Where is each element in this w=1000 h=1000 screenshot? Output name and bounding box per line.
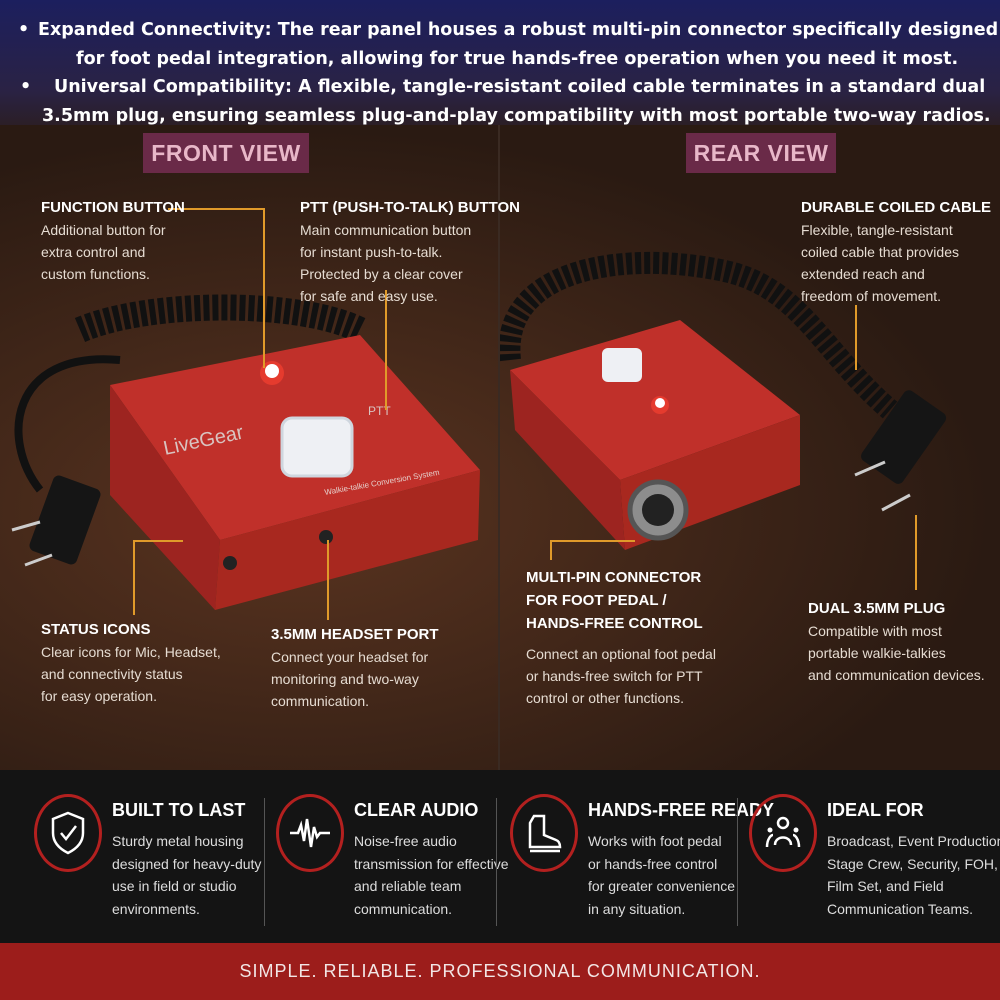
team-icon (749, 794, 817, 872)
footer-tagline: SIMPLE. RELIABLE. PROFESSIONAL COMMUNICA… (0, 943, 1000, 1000)
boot-icon (510, 794, 578, 872)
rear-device-image (500, 251, 947, 550)
rear-view-label: REAR VIEW (686, 133, 836, 173)
callout-ptt-button: PTT (PUSH-TO-TALK) BUTTON Main communica… (300, 199, 520, 304)
callout-line (263, 208, 265, 368)
front-device-image: LiveGear Walkie-talkie Conversion System… (11, 294, 480, 610)
callout-status-icons: STATUS ICONS Clear icons for Mic, Headse… (41, 621, 221, 704)
callout-line (133, 540, 135, 615)
feature-divider (264, 798, 265, 926)
callout-line (550, 540, 635, 542)
waveform-icon (276, 794, 344, 872)
bullet-connectivity: •Expanded Connectivity: The rear panel h… (18, 20, 999, 69)
front-view-label: FRONT VIEW (143, 133, 309, 173)
callout-line (133, 540, 183, 542)
feature-divider (737, 798, 738, 926)
callout-line (385, 290, 387, 410)
callout-line (168, 208, 263, 210)
callout-line (855, 305, 857, 370)
callout-line (915, 515, 917, 590)
header-banner: •Expanded Connectivity: The rear panel h… (0, 0, 1000, 130)
callout-line (327, 540, 329, 620)
bullet-compatibility: •Universal Compatibility: A flexible, ta… (20, 77, 991, 126)
callout-line (550, 540, 552, 560)
ptt-marking: PTT (368, 404, 391, 418)
feature-divider (496, 798, 497, 926)
shield-check-icon (34, 794, 102, 872)
view-divider (498, 125, 500, 770)
product-photo (0, 125, 1000, 770)
callout-coiled-cable: DURABLE COILED CABLE Flexible, tangle-re… (801, 199, 991, 304)
callout-headset-port: 3.5MM HEADSET PORT Connect your headset … (271, 626, 439, 709)
